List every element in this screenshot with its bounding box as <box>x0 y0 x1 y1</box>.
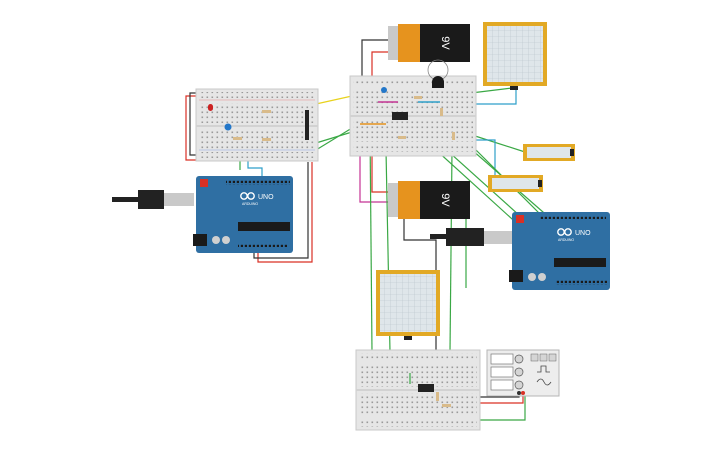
led-red <box>208 104 213 111</box>
wire-red <box>185 95 204 161</box>
resistor <box>262 110 271 113</box>
wire-magenta <box>359 155 388 203</box>
terminal-black <box>517 391 521 395</box>
usb-plug <box>138 190 164 209</box>
terminal-red <box>521 391 525 395</box>
left-bb-components <box>208 104 309 141</box>
usb-connector <box>484 231 512 244</box>
display-row <box>490 366 514 378</box>
capacitor <box>538 273 546 281</box>
wire-green <box>315 127 353 151</box>
knob-icon <box>514 367 524 377</box>
pad-pins <box>404 336 412 340</box>
sine-wave-icon <box>536 378 552 386</box>
wire-green <box>460 393 526 421</box>
chip-top <box>392 112 408 120</box>
battery-top[interactable]: 9V <box>388 24 470 62</box>
wire-red <box>371 51 392 76</box>
led-blue <box>224 123 232 131</box>
resistor <box>442 404 451 407</box>
wave-button <box>530 353 539 362</box>
battery-voltage-label: 9V <box>439 36 451 50</box>
battery-middle[interactable]: 9V <box>388 181 470 219</box>
resistor <box>452 132 455 140</box>
bottom-bb-components <box>409 373 451 407</box>
transistor <box>432 76 444 88</box>
capacitor <box>528 273 536 281</box>
wire-green <box>449 149 453 353</box>
function-generator[interactable] <box>486 349 560 397</box>
usb-cable <box>430 234 450 239</box>
board-model-label: UNO <box>575 230 591 237</box>
arduino-left[interactable]: UNO ARDUINO <box>112 176 293 253</box>
header-strip <box>305 110 309 140</box>
arduino-logo-icon <box>557 228 572 236</box>
sensor-pad-bottom[interactable] <box>376 270 440 340</box>
wire-black <box>361 39 390 76</box>
board-brand-label: ARDUINO <box>242 202 258 206</box>
display-row <box>490 379 514 391</box>
battery-voltage-label: 9V <box>439 193 451 207</box>
usb-plug <box>446 228 484 246</box>
arduino-right[interactable]: UNO ARDUINO <box>430 212 610 290</box>
pad-pins <box>510 86 518 90</box>
top-bb-components <box>360 59 455 140</box>
breadboard-left[interactable] <box>195 88 319 162</box>
header-top <box>540 215 606 220</box>
resistor <box>262 138 271 141</box>
knob-icon <box>514 354 524 364</box>
arduino-logo-icon <box>240 192 255 200</box>
resistor <box>440 108 443 116</box>
display-row <box>490 353 514 365</box>
board-model-label: UNO <box>258 194 274 201</box>
sensor-strip-2[interactable] <box>488 175 543 192</box>
sensor-strip-1[interactable] <box>523 144 575 161</box>
power-jack <box>509 270 523 282</box>
wire-green <box>471 134 526 153</box>
header-bottom <box>555 280 607 285</box>
resistor <box>436 392 439 401</box>
reset-button <box>516 215 524 223</box>
wire-green <box>369 129 373 353</box>
wave-button <box>548 353 557 362</box>
strip-pins <box>538 180 542 187</box>
capacitor <box>222 236 230 244</box>
wire-red <box>371 155 392 193</box>
atmega-chip <box>554 258 606 267</box>
header-top <box>226 180 290 185</box>
capacitor <box>212 236 220 244</box>
atmega-chip <box>238 222 290 231</box>
reset-button <box>200 179 208 187</box>
sensor-pad-top[interactable] <box>483 22 547 90</box>
wire-black <box>253 162 309 259</box>
wire-yellow <box>315 95 353 105</box>
breadboard-top[interactable] <box>349 75 477 157</box>
wire-green <box>315 131 353 144</box>
usb-cable <box>112 197 142 202</box>
usb-connector <box>164 193 194 206</box>
power-jack <box>193 234 207 246</box>
led-blue <box>381 87 387 93</box>
resistor <box>233 137 242 140</box>
wire-red <box>257 162 313 263</box>
strip-pins <box>570 149 574 156</box>
resistor <box>414 96 422 99</box>
wave-button <box>539 353 548 362</box>
chip-bottom <box>418 384 434 392</box>
square-wave-icon <box>537 365 550 373</box>
header-bottom <box>238 243 288 248</box>
wire-blue <box>470 88 517 105</box>
board-brand-label: ARDUINO <box>558 238 574 242</box>
knob-icon <box>514 380 524 390</box>
resistor <box>398 136 406 139</box>
